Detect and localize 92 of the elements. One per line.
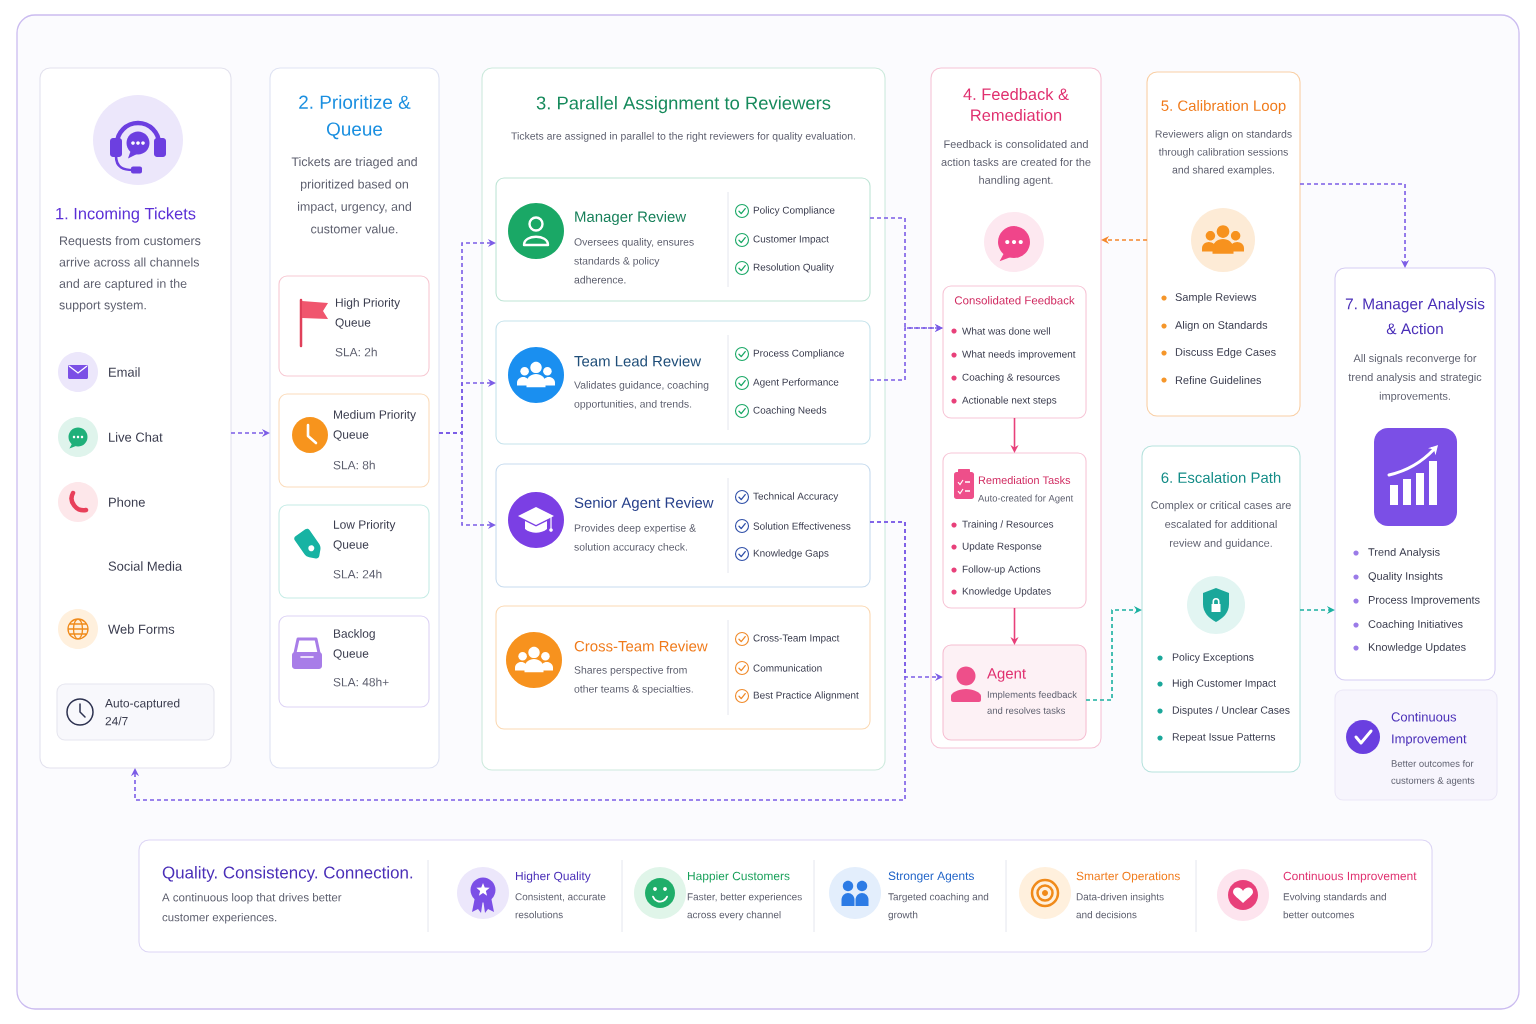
list-item: Quality Insights	[1368, 571, 1443, 583]
card-title: Cross-Team Review	[574, 640, 708, 652]
list-item: Knowledge Updates	[962, 587, 1051, 597]
list-item: Process Improvements	[1368, 596, 1480, 606]
card-title: Manager Review	[575, 211, 687, 225]
description: Shares perspective from other teams & specialties.	[574, 666, 693, 695]
description: Tickets are triaged and prioritized based on impact, urgency, and customer value.	[291, 157, 417, 234]
feature-title: Smarter Operations	[1076, 871, 1180, 883]
channel-label: Web Forms	[108, 624, 175, 634]
description: Complex or critical cases are escalated for additional review and guidance.	[1151, 501, 1291, 550]
description: Targeted coaching and growth	[888, 893, 989, 921]
card-title: Low Priority Queue	[333, 520, 396, 551]
feature-title: Higher Quality	[516, 871, 591, 883]
heading: 6. Escalation Path	[1161, 472, 1281, 483]
card-title: Backlog Queue	[333, 629, 375, 660]
description: Reviewers align on standards through calibration sessions and shared examples.	[1155, 130, 1292, 176]
card-title: Continuous Improvement	[1391, 712, 1467, 746]
arrow	[1085, 605, 1142, 701]
list-item: What needs improvement	[962, 350, 1076, 360]
list-item: Disputes / Unclear Cases	[1172, 706, 1290, 716]
list-item: Discuss Edge Cases	[1175, 347, 1276, 359]
list-item: Repeat Issue Patterns	[1172, 733, 1276, 743]
description: Evolving standards and better outcomes	[1283, 893, 1386, 919]
channel-label: Live Chat	[109, 432, 163, 442]
list-item: Sample Reviews	[1175, 292, 1257, 304]
card-text: Auto-captured 24/7	[105, 698, 180, 726]
channel-label: Phone	[109, 497, 145, 507]
description: Consistent, accurate resolutions	[515, 893, 606, 919]
channel-label: Social Media	[108, 561, 183, 571]
sla-label: SLA: 24h	[333, 569, 382, 579]
sla-label: SLA: 48h+	[333, 677, 389, 687]
list-item: Solution Effectiveness	[753, 522, 851, 530]
feature-title: Continuous Improvement	[1283, 871, 1417, 883]
feature-title: Happier Customers	[688, 871, 790, 883]
list-item: Cross-Team Impact	[753, 634, 840, 644]
list-item: Follow-up Actions	[962, 565, 1041, 575]
heading: 2. Prioritize & Queue	[299, 95, 411, 140]
card-title: Senior Agent Review	[574, 497, 714, 511]
list-item: Coaching Initiatives	[1368, 619, 1463, 631]
description: Better outcomes for customers & agents	[1391, 760, 1475, 786]
heading: 1. Incoming Tickets	[56, 207, 196, 223]
list-item: Process Compliance	[753, 349, 844, 359]
channel-label: Email	[109, 367, 140, 377]
description: Feedback is consolidated and action tasks are created for the handling agent.	[941, 140, 1091, 187]
description: Tickets are assigned in parallel to the right reviewers for quality evaluation.	[511, 132, 855, 142]
list-item: Training / Resources	[962, 520, 1054, 530]
card-heading: Consolidated Feedback	[954, 296, 1075, 305]
arrow	[1299, 183, 1410, 268]
arrow	[130, 521, 906, 801]
description: Provides deep expertise & solution accuracy check.	[574, 524, 696, 553]
card-title: Medium Priority Queue	[333, 410, 416, 441]
card-title: High Priority Queue	[335, 298, 401, 329]
list-item: Knowledge Updates	[1368, 642, 1466, 654]
list-item: Communication	[753, 664, 822, 672]
list-item: Technical Accuracy	[753, 492, 839, 502]
heading: 4. Feedback & Remediation	[963, 88, 1069, 121]
list-item: Knowledge Gaps	[753, 549, 829, 559]
list-item: High Customer Impact	[1172, 679, 1276, 689]
arrow	[869, 323, 943, 381]
description: Faster, better experiences across every channel	[687, 893, 802, 921]
list-item: Coaching Needs	[753, 406, 827, 416]
sla-label: SLA: 8h	[333, 460, 375, 470]
description: Requests from customers arrive across all channels and are captured in the support system.	[59, 236, 201, 312]
description: Implements feedback and resolves tasks	[987, 691, 1077, 714]
list-item: What was done well	[962, 327, 1050, 335]
feature-title: Stronger Agents	[888, 871, 974, 883]
list-item: Trend Analysis	[1368, 547, 1440, 559]
description: Data-driven insights and decisions	[1076, 893, 1164, 919]
list-item: Policy Exceptions	[1172, 653, 1254, 663]
card-title: Team Lead Review	[574, 355, 702, 367]
card-title: Agent	[987, 668, 1026, 682]
description: A continuous loop that drives better customer experiences.	[162, 893, 342, 924]
description: All signals reconverge for trend analysis and strategic improvements.	[1348, 354, 1482, 403]
list-item: Resolution Quality	[753, 263, 834, 273]
description: Oversees quality, ensures standards & policy adherence.	[574, 238, 694, 284]
list-item: Customer Impact	[753, 235, 829, 245]
card-subtitle: Auto-created for Agent	[978, 494, 1074, 504]
sla-label: SLA: 2h	[335, 347, 377, 357]
list-item: Coaching & resources	[962, 373, 1060, 383]
heading: 5. Calibration Loop	[1161, 100, 1286, 114]
heading: 7. Manager Analysis & Action	[1345, 298, 1485, 335]
heading: 3. Parallel Assignment to Reviewers	[536, 96, 831, 114]
list-item: Refine Guidelines	[1175, 376, 1262, 385]
list-item: Policy Compliance	[753, 206, 835, 216]
list-item: Update Response	[962, 542, 1042, 552]
list-item: Align on Standards	[1175, 320, 1268, 332]
list-item: Actionable next steps	[962, 396, 1057, 406]
card-title: Remediation Tasks	[978, 476, 1071, 485]
list-item: Best Practice Alignment	[753, 691, 859, 701]
description: Validates guidance, coaching opportunities, and trends.	[574, 381, 709, 410]
heading: Quality. Consistency. Connection.	[162, 866, 413, 882]
list-item: Agent Performance	[753, 378, 839, 388]
